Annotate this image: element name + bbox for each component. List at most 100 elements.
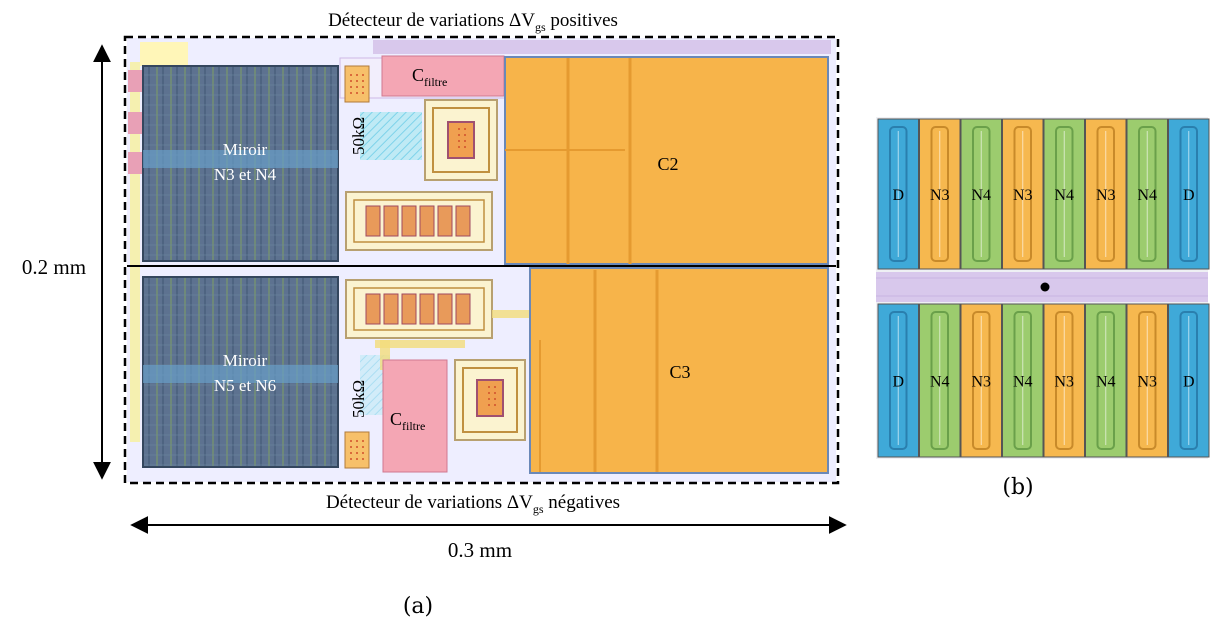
small-transistor-contacts [350, 72, 364, 96]
finger [365, 205, 381, 237]
capacitor-c2 [504, 56, 829, 265]
layout-a: Miroir N3 et N4 Miroir N5 et N6 50kΩ 50k… [123, 35, 840, 485]
transistor-n3: N3 [1085, 118, 1127, 270]
transistor-gate [1138, 311, 1157, 450]
transistor-d: D [1168, 303, 1210, 458]
guard-ring-inner [462, 367, 518, 433]
finger [455, 293, 471, 325]
transistor-gate [1179, 126, 1198, 262]
transistor-label: N4 [971, 187, 991, 204]
transistor-d: D [877, 118, 919, 270]
cfiltre-bottom-label: Cfiltre [390, 409, 425, 433]
transistor-n4: N4 [919, 303, 961, 458]
transistor-row-top: D N3 N4 N3 N4 N3 N4 D [877, 118, 1210, 270]
transistor-label: N3 [1013, 187, 1033, 204]
label-a: (a) [403, 594, 433, 619]
finger [437, 293, 453, 325]
transistor-gate [889, 126, 908, 262]
mirror-bottom-label-2: N5 et N6 [214, 376, 276, 395]
routing-yellow [380, 340, 390, 370]
finger [383, 205, 399, 237]
guard-ring-inner [432, 107, 490, 173]
transistor-gate [1013, 311, 1032, 450]
resistor-bottom-label: 50kΩ [349, 380, 368, 418]
transistor-n3: N3 [1002, 118, 1044, 270]
transistor-label: N3 [930, 187, 950, 204]
transistor-label: D [1183, 187, 1195, 204]
routing-lavender [373, 40, 831, 54]
transistor-label: N4 [1054, 187, 1074, 204]
transistor-n4: N4 [1085, 303, 1127, 458]
guard-ring-contacts [455, 128, 467, 152]
transistor-d: D [1168, 118, 1210, 270]
transistor-label: N3 [1137, 374, 1157, 391]
finger [455, 205, 471, 237]
small-transistor-contacts [350, 438, 364, 462]
finger-array-ring [353, 287, 485, 331]
width-dimension-label: 0.3 mm [448, 538, 512, 562]
transistor-label: N4 [1096, 374, 1116, 391]
transistor-label: D [892, 374, 904, 391]
transistor-n3: N3 [960, 303, 1002, 458]
top-caption: Détecteur de variations ΔVgs positives [328, 10, 618, 34]
transistor-gate [1013, 126, 1032, 262]
transistor-label: N3 [971, 374, 991, 391]
cfiltre-top-label: Cfiltre [412, 65, 447, 89]
finger [365, 293, 381, 325]
transistor-label: N4 [1013, 374, 1033, 391]
transistor-n4: N4 [1126, 118, 1168, 270]
transistor-gate [889, 311, 908, 450]
transistor-gate [1096, 126, 1115, 262]
transistor-gate [1055, 126, 1074, 262]
transistor-label: N3 [1054, 374, 1074, 391]
pad [128, 112, 142, 134]
finger [401, 293, 417, 325]
cap-c3-label: C3 [669, 362, 690, 382]
finger [383, 293, 399, 325]
transistor-label: D [1183, 374, 1195, 391]
cap-c2-label: C2 [657, 154, 678, 174]
routing-yellow [140, 42, 188, 66]
detector-frame [123, 35, 840, 485]
transistor-label: N3 [1096, 187, 1116, 204]
transistor-gate [1055, 311, 1074, 450]
transistor-n4: N4 [1043, 118, 1085, 270]
finger [419, 293, 435, 325]
label-b: (b) [1002, 475, 1033, 500]
routing-yellow [492, 310, 532, 318]
transistor-n3: N3 [1043, 303, 1085, 458]
transistor-n3: N3 [919, 118, 961, 270]
transistor-n4: N4 [960, 118, 1002, 270]
pad [128, 152, 142, 174]
transistor-label: N4 [1137, 187, 1157, 204]
transistor-n4: N4 [1002, 303, 1044, 458]
bottom-caption: Détecteur de variations ΔVgs négatives [326, 492, 620, 516]
transistor-gate [1179, 311, 1198, 450]
guard-ring-contacts [484, 386, 496, 410]
transistor-gate [972, 311, 991, 450]
transistor-d: D [877, 303, 919, 458]
mirror-top-label-2: N3 et N4 [214, 165, 277, 184]
finger [401, 205, 417, 237]
mirror-bus-top [143, 150, 338, 168]
capacitor-c3 [529, 267, 829, 474]
height-dimension-label: 0.2 mm [22, 255, 86, 279]
routing-yellow [130, 62, 140, 442]
transistor-label: D [892, 187, 904, 204]
transistor-gate [930, 311, 949, 450]
finger-array-ring [353, 199, 485, 243]
centroid-dot [1040, 282, 1050, 292]
mirror-top-label-1: Miroir [223, 140, 268, 159]
mirror-bottom-label-1: Miroir [223, 351, 268, 370]
finger [437, 205, 453, 237]
routing-yellow [375, 340, 465, 348]
transistor-gate [930, 126, 949, 262]
finger [419, 205, 435, 237]
transistor-gate [1096, 311, 1115, 450]
mirror-bus-bottom [143, 365, 338, 383]
resistor-top-label: 50kΩ [349, 117, 368, 155]
transistor-label: N4 [930, 374, 950, 391]
resistor-top [360, 112, 422, 160]
